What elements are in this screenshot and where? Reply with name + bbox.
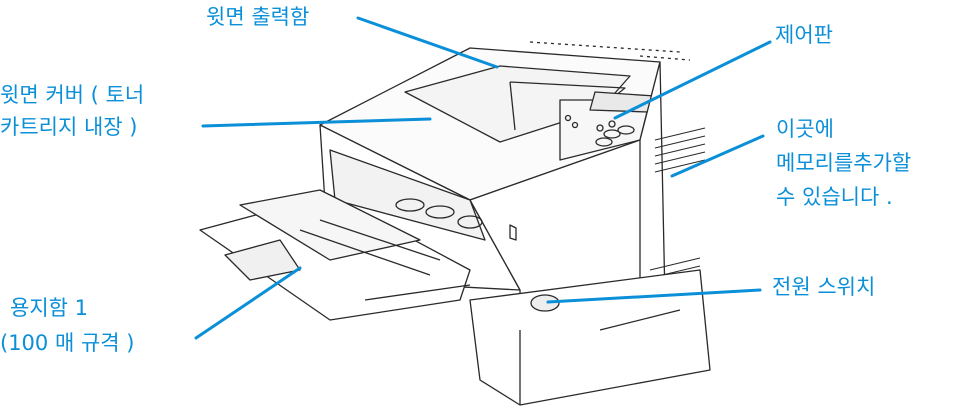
label-top-cover-line1: 윗면 커버 ( 토너 [0, 83, 145, 107]
leader-power-switch [546, 288, 762, 304]
leader-top-cover [201, 117, 432, 128]
label-memory-line3: 수 있습니다 . [776, 185, 893, 209]
leader-control-panel [613, 40, 772, 120]
label-tray1-line2: (100 매 규격 ) [0, 331, 135, 355]
label-control-panel: 제어판 [775, 23, 833, 47]
leader-top-output-bin [356, 16, 499, 69]
printer-body [199, 41, 711, 406]
label-top-cover-line2: 카트리지 내장 ) [0, 115, 138, 139]
leader-memory [670, 134, 765, 178]
label-tray1-line1: 용지함 1 [10, 296, 88, 320]
label-memory-line2: 메모리를추가할 [776, 151, 912, 175]
label-memory-line1: 이곳에 [776, 117, 834, 141]
label-top-output-bin: 윗면 출력함 [206, 5, 310, 29]
leader-lines [194, 16, 772, 340]
leader-tray1 [194, 266, 302, 340]
label-power-switch: 전원 스위치 [772, 275, 876, 299]
